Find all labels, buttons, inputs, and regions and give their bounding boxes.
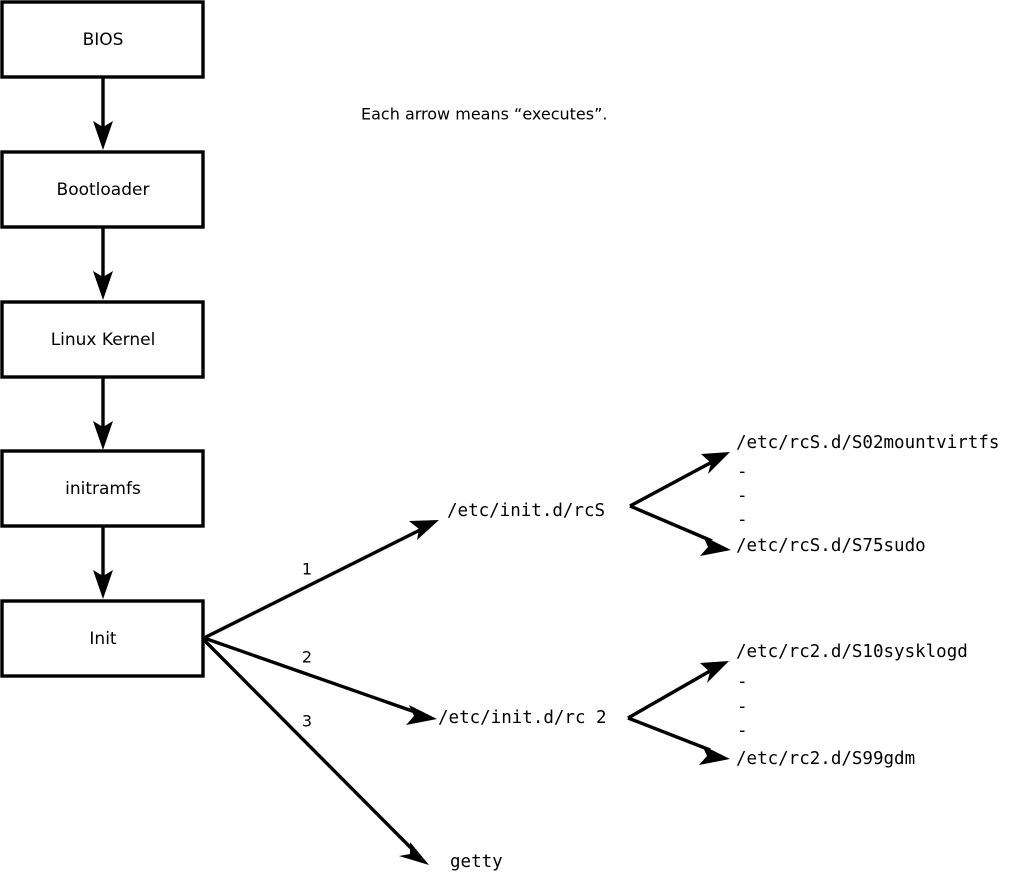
init-arrow-1-to-rcS bbox=[203, 520, 439, 640]
init-arrow-3-to-getty bbox=[202, 638, 429, 865]
rcS-ellipsis-dash-1: - bbox=[737, 462, 748, 482]
chain-arrow-bootloader-to-kernel bbox=[93, 227, 113, 300]
node-initramfs-label: initramfs bbox=[65, 479, 141, 499]
chain-arrow-initramfs-to-init bbox=[93, 526, 113, 599]
rcS-arrow-to-first-script bbox=[629, 452, 730, 508]
init-arrow-2-to-rc2 bbox=[203, 636, 437, 725]
rcS-ellipsis-dash-2: - bbox=[737, 486, 748, 506]
node-init[interactable]: Init bbox=[0, 599, 205, 678]
diagram-caption: Each arrow means “executes”. bbox=[361, 105, 607, 124]
rc2-ellipsis-dash-2: - bbox=[737, 697, 748, 717]
chain-arrow-kernel-to-initramfs bbox=[93, 377, 113, 450]
node-rcS-first-script-label[interactable]: /etc/rcS.d/S02mountvirtfs bbox=[736, 433, 999, 453]
node-bootloader-label: Bootloader bbox=[57, 180, 150, 200]
edge-label-2: 2 bbox=[302, 648, 312, 667]
rc2-arrow-to-first-script bbox=[627, 661, 729, 720]
node-rc2-first-script-label[interactable]: /etc/rc2.d/S10sysklogd bbox=[736, 642, 968, 662]
node-linux-kernel-label: Linux Kernel bbox=[51, 330, 156, 350]
node-rc2-label[interactable]: /etc/init.d/rc 2 bbox=[438, 708, 607, 728]
chain-arrow-bios-to-bootloader bbox=[93, 77, 113, 150]
node-bios[interactable]: BIOS bbox=[0, 0, 205, 79]
node-bios-label: BIOS bbox=[83, 30, 124, 50]
rc2-ellipsis-dash-3: - bbox=[737, 721, 748, 741]
rcS-arrow-to-last-script bbox=[629, 504, 731, 556]
edge-label-3: 3 bbox=[302, 712, 312, 731]
node-init-label: Init bbox=[89, 629, 117, 649]
node-initramfs[interactable]: initramfs bbox=[0, 449, 205, 528]
node-bootloader[interactable]: Bootloader bbox=[0, 150, 205, 229]
edge-label-1: 1 bbox=[302, 560, 312, 579]
rcS-ellipsis-dash-3: - bbox=[737, 510, 748, 530]
rc2-arrow-to-last-script bbox=[627, 716, 730, 765]
rc2-ellipsis-dash-1: - bbox=[737, 672, 748, 692]
node-rcS-label[interactable]: /etc/init.d/rcS bbox=[447, 501, 605, 521]
node-rc2-last-script-label[interactable]: /etc/rc2.d/S99gdm bbox=[736, 749, 915, 769]
node-rcS-last-script-label[interactable]: /etc/rcS.d/S75sudo bbox=[736, 536, 926, 556]
node-linux-kernel[interactable]: Linux Kernel bbox=[0, 300, 205, 379]
node-getty-label[interactable]: getty bbox=[450, 852, 503, 872]
